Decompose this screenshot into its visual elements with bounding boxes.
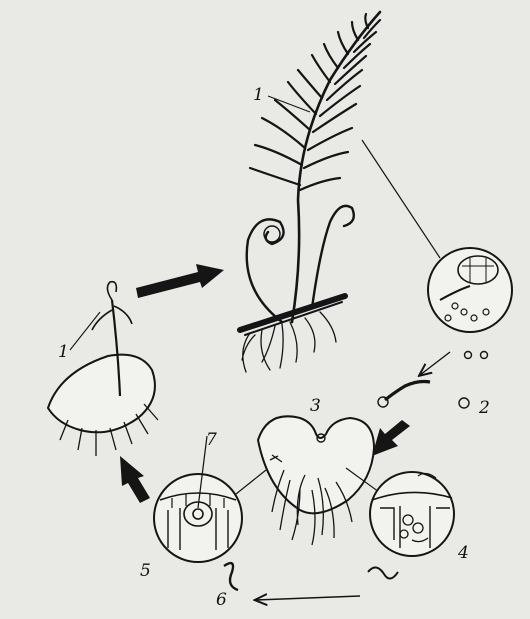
sporangium-magnified bbox=[362, 140, 512, 332]
arrow-sperm-release bbox=[256, 596, 360, 600]
label-sporeling-leaf: 1 bbox=[58, 344, 69, 361]
label-spores: 2 bbox=[479, 400, 490, 417]
arrow-spore-release bbox=[420, 352, 450, 375]
sperm-cells bbox=[224, 563, 398, 590]
mature-fern-sporophyte bbox=[240, 12, 380, 372]
label-egg: 7 bbox=[206, 432, 217, 449]
label-prothallus: 3 bbox=[310, 398, 321, 415]
label-leaders bbox=[268, 96, 310, 112]
label-sperm: 6 bbox=[216, 592, 227, 609]
prothallus-gametophyte bbox=[258, 416, 374, 545]
label-antheridium: 5 bbox=[140, 563, 151, 580]
antheridium-magnified bbox=[154, 436, 266, 562]
young-sporophyte-on-prothallus bbox=[48, 282, 158, 456]
free-spores bbox=[378, 352, 488, 409]
label-frond: 1 bbox=[253, 87, 264, 104]
label-archegonium: 4 bbox=[458, 545, 469, 562]
